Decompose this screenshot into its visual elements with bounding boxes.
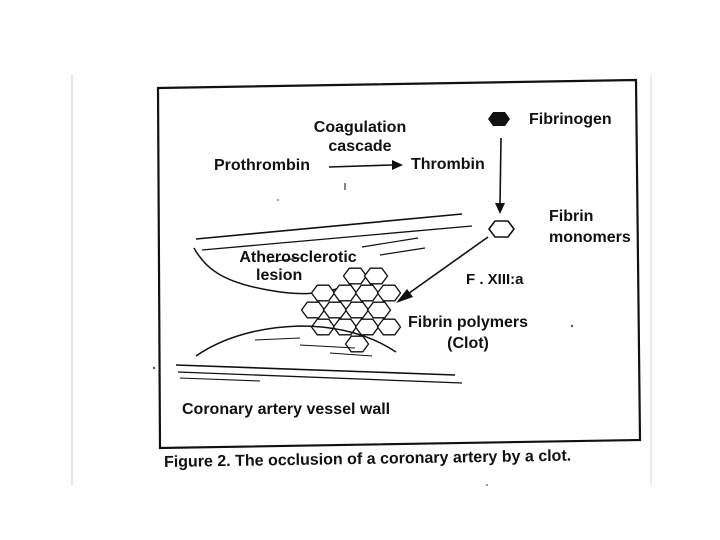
scan-speck [570,324,574,328]
scan-speck [277,199,279,201]
fibrin-monomer-hexagon-icon [488,220,515,238]
scan-speck [486,484,488,486]
clot-hexagon-cell [322,301,348,319]
factor-xiiia-label: F . XIII:a [466,271,524,288]
monomers-line: monomers [549,229,631,246]
lower-plaque-outline [195,325,397,357]
lesion-line: lesion [256,267,303,284]
clot-hexagon-cell [354,318,380,336]
lower-plaque-hatch-2 [299,344,356,349]
clot-hexagon-cell [376,318,402,336]
clot-line: (Clot) [447,335,489,352]
lower-plaque-hatch-3 [329,352,373,357]
clot-hexagon-cell [310,284,336,302]
cascade-line: cascade [328,138,392,155]
lower-vessel-wall-3 [179,377,261,382]
clot-hexagon-cell [363,267,389,285]
fibrin-polymers-line: Fibrin polymers [407,314,529,331]
clot-hexagon-cell [344,301,370,319]
fibrinogen-label: Fibrinogen [529,111,612,128]
fibrin-polymers-label: Fibrin polymers (Clot) [393,315,543,352]
vessel-wall-label: Coronary artery vessel wall [182,401,391,418]
lesion-hatch-3 [267,257,301,263]
clot-hexagon-cell [332,284,358,302]
lesion-hatch-2 [379,247,426,256]
coagulation-line: Coagulation [313,119,407,136]
atherosclerotic-line: Atherosclerotic [239,249,357,266]
fibrinogen-hexagon-icon [488,112,510,126]
monomer-to-clot-arrow [404,236,489,297]
lesion-hatch-1 [361,237,419,248]
clot-hexagon-cell [344,335,370,353]
clot-hexagon-cell [376,284,402,302]
upper-vessel-wall [195,213,463,240]
lower-vessel-wall-2 [177,371,463,384]
upper-vessel-wall-inner [201,225,473,251]
clot-hexagon-cell [332,318,358,336]
clot-hexagon-cell [342,267,368,285]
scan-speck [152,366,156,370]
clot-hexagon-cell [366,301,392,319]
fibrinogen-to-monomer-arrow [499,137,502,206]
prothrombin-label: Prothrombin [214,157,310,174]
fibrin-line: Fibrin [549,208,594,225]
lower-vessel-wall-1 [175,364,456,376]
prothrombin-to-thrombin-arrow [328,164,393,168]
coagulation-cascade-label: Coagulation cascade [300,120,420,155]
thrombin-label: Thrombin [411,156,485,173]
monomer-to-clot-arrowhead [396,289,413,303]
clot-hexagon-cell [300,301,326,319]
prothrombin-to-thrombin-arrowhead [392,160,403,170]
fibrinogen-to-monomer-arrowhead [495,203,505,214]
clot-hexagon-cell [354,284,380,302]
atherosclerotic-lesion-label: Atherosclerotic lesion [228,250,368,284]
lower-plaque-hatch-1 [254,337,301,341]
figure-frame [156,78,642,450]
fibrin-monomers-label: Fibrin monomers [549,209,631,246]
